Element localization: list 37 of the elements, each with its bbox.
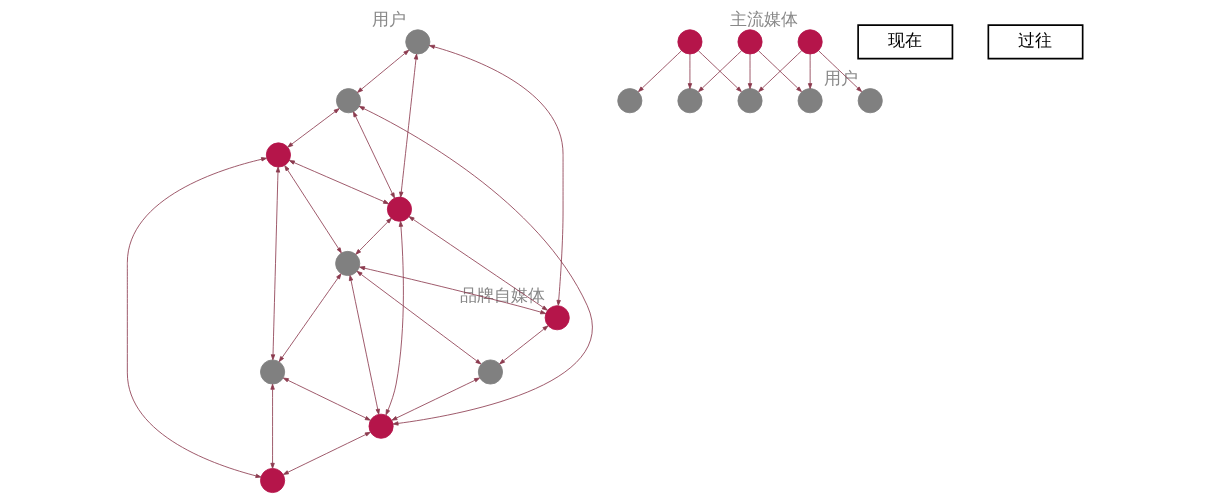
arrow (747, 53, 753, 89)
arrow (638, 50, 682, 93)
arrow (358, 106, 593, 426)
arrow (287, 108, 340, 148)
node-label: 主流媒体 (729, 9, 798, 29)
arrow (391, 377, 480, 421)
node-label: 用户 (371, 9, 406, 29)
arrow (270, 166, 281, 361)
arrow (353, 111, 395, 199)
arrow (348, 274, 380, 415)
node-circle (797, 29, 823, 55)
arrow (126, 157, 267, 478)
node-circle (265, 142, 291, 168)
node-circle (260, 468, 286, 493)
arrow (282, 377, 371, 421)
arrow (356, 270, 482, 365)
arrow (807, 53, 813, 89)
node-circle (737, 29, 763, 55)
arrow (399, 53, 419, 198)
arrow (499, 325, 549, 365)
arrow (270, 383, 275, 469)
arrow (278, 273, 342, 362)
arrow (429, 44, 564, 306)
node-box: 过往 (987, 24, 1084, 60)
arrow (687, 53, 693, 89)
arrow (284, 165, 342, 254)
arrow (359, 266, 547, 315)
arrow (357, 49, 410, 93)
arrow (288, 160, 390, 205)
node-circle (368, 413, 394, 439)
node-circle (260, 359, 286, 385)
arrow (355, 217, 392, 255)
arrow (282, 431, 371, 475)
node-circle (677, 29, 703, 55)
node-box: 现在 (857, 24, 954, 60)
arrow (385, 220, 404, 416)
arrow (408, 216, 548, 311)
